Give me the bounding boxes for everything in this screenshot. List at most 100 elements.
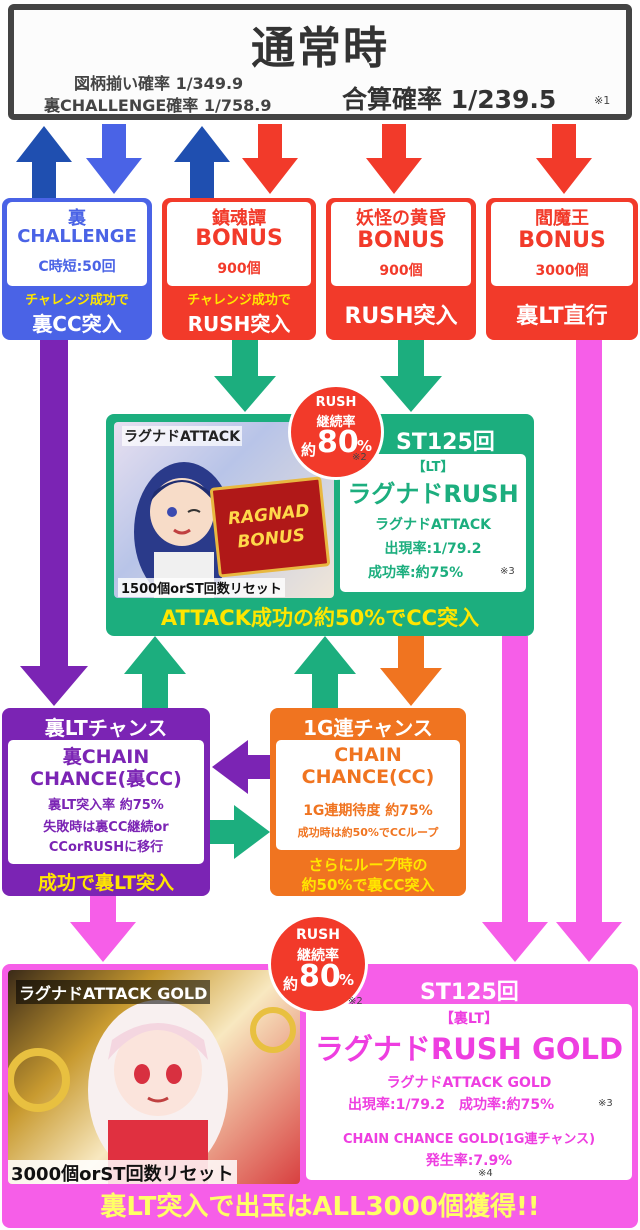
normal-state-box: 通常時 図柄揃い確率 1/349.9 裏CHALLENGE確率 1/758.9 … (8, 4, 632, 120)
chinkon-line2: BONUS (195, 226, 283, 251)
gold-image-label: ラグナドATTACK GOLD (16, 980, 211, 1004)
rush-success: 成功率:約75% (368, 565, 464, 581)
challenge-line2: CHALLENGE (17, 226, 137, 247)
rush-image-label: ラグナドATTACK (122, 426, 243, 446)
one-g-title1: CHAIN (334, 744, 402, 766)
ura-lt-inner (8, 740, 204, 864)
gold-badge-value: 80 (299, 959, 341, 994)
gold-note-4: ※4 (478, 1168, 493, 1179)
ura-lt-title1: 裏CHAIN (62, 746, 150, 768)
rush-bonus-logo: RAGNAD BONUS (209, 476, 331, 578)
challenge-footer2: 裏CC突入 (32, 312, 122, 336)
arrow-chinkon-to-rush (214, 340, 276, 412)
rush-info-panel: 【LT】 ラグナドRUSH ラグナドATTACK 出現率:1/79.2 成功率:… (340, 454, 526, 592)
one-g-footer1: さらにループ時の (308, 856, 428, 874)
gold-note-2: ※2 (348, 996, 363, 1007)
combined-probability: 合算確率 1/239.5 (342, 85, 557, 114)
gold-st-count: ST125回 (420, 980, 519, 1005)
rush-attack: ラグナドATTACK (374, 517, 492, 533)
gold-image-caption: 3000個orST回数リセット (8, 1160, 237, 1184)
arrow-up-chinkon (174, 126, 230, 200)
gold-badge-line1: RUSH (296, 927, 340, 943)
normal-state-title: 通常時 (251, 23, 389, 74)
arrow-rush-to-gold (482, 636, 548, 962)
challenge-line3: C時短:50回 (38, 259, 116, 275)
one-g-title2: CHANCE(CC) (301, 766, 435, 788)
youkai-inner (331, 202, 471, 286)
rush-badge-unit: % (357, 437, 373, 455)
gold-note-3: ※3 (598, 1098, 613, 1109)
one-g-chance-box: 1G連チャンス CHAIN CHANCE(CC) 1G連期待度 約75% 成功時… (270, 708, 466, 896)
enma-line2: BONUS (518, 228, 606, 253)
enma-inner (491, 202, 633, 286)
arrow-ura-lt-to-cc (210, 805, 270, 859)
chinkon-footer2: RUSH突入 (187, 312, 291, 336)
challenge-line1: 裏 (68, 208, 86, 229)
gold-chain-rate: 発生率:7.9% (425, 1153, 513, 1169)
arrow-challenge-to-ura-lt (20, 340, 88, 706)
ura-lt-chance-box: 裏LTチャンス 裏CHAIN CHANCE(裏CC) 裏LT突入率 約75% 失… (2, 708, 210, 896)
challenge-probability: 裏CHALLENGE確率 1/758.9 (44, 96, 272, 115)
rush-st-count: ST125回 (396, 430, 495, 455)
gold-badge-prefix: 約 (283, 975, 299, 993)
ura-lt-title2: CHANCE(裏CC) (30, 768, 182, 790)
gold-footer: 裏LT突入で出玉はALL3000個獲得!! (100, 1192, 540, 1222)
rush-tag: 【LT】 (412, 460, 454, 475)
rush-footer: ATTACK成功の約50%でCC突入 (160, 606, 480, 630)
chinkon-bonus-box: 鎮魂譚 BONUS 900個 チャレンジ成功で RUSH突入 (162, 198, 316, 340)
gold-attack: ラグナドATTACK GOLD (386, 1075, 552, 1091)
arrow-cc-up-to-rush (294, 636, 356, 710)
enma-line1: 閻魔王 (535, 208, 589, 229)
ura-lt-header: 裏LTチャンス (44, 716, 168, 740)
challenge-inner (7, 202, 147, 286)
rush-badge-value: 80 (317, 425, 359, 460)
gold-badge-unit: % (339, 971, 355, 989)
enma-footer: 裏LT直行 (516, 304, 608, 329)
enma-line3: 3000個 (535, 263, 589, 279)
one-g-rate: 1G連期待度 約75% (303, 803, 433, 819)
gold-continuation-badge: RUSH 継続率 約 80 % (268, 914, 368, 1014)
rush-badge-prefix: 約 (301, 441, 317, 459)
gold-chain: CHAIN CHANCE GOLD(1G連チャンス) (342, 1132, 596, 1147)
chinkon-line1: 鎮魂譚 (212, 208, 266, 229)
rush-image-caption: 1500個orST回数リセット (118, 578, 285, 597)
chinkon-line3: 900個 (217, 261, 261, 277)
challenge-footer1: チャレンジ成功で (25, 293, 129, 308)
one-g-loop: 成功時は約50%でCCループ (297, 826, 439, 839)
youkai-line2: BONUS (357, 228, 445, 253)
note-1: ※1 (594, 94, 611, 107)
arrow-enma-to-gold (556, 340, 622, 962)
rush-badge-line2: 継続率 (316, 415, 356, 430)
ura-lt-rate: 裏LT突入率 約75% (48, 798, 164, 813)
ura-lt-footer: 成功で裏LT突入 (38, 872, 174, 894)
rush-image-panel: RAGNAD BONUS ラグナドATTACK 1500個orST回数リセット (114, 422, 334, 598)
arrow-down-chinkon (242, 124, 298, 194)
gold-image-panel: ラグナドATTACK GOLD 3000個orST回数リセット (8, 970, 300, 1184)
gold-info-panel: 【裏LT】 ラグナドRUSH GOLD ラグナドATTACK GOLD 出現率:… (306, 1004, 632, 1180)
gold-name: ラグナドRUSH GOLD (314, 1032, 624, 1066)
rush-bonus-logo-text: RAGNAD BONUS (227, 500, 311, 553)
chinkon-inner (167, 202, 311, 286)
rush-name: ラグナドRUSH (347, 480, 519, 508)
youkai-line1: 妖怪の黄昏 (356, 208, 446, 229)
arrow-down-challenge (86, 124, 142, 194)
one-g-inner (276, 740, 460, 850)
one-g-footer2: 約50%で裏CC突入 (301, 876, 435, 894)
youkai-footer: RUSH突入 (344, 304, 458, 329)
arrow-rush-down-to-cc (380, 636, 442, 706)
arrow-up-challenge (16, 126, 72, 200)
symbol-probability: 図柄揃い確率 1/349.9 (74, 74, 244, 93)
rush-badge-line1: RUSH (315, 395, 357, 410)
gold-tag: 【裏LT】 (439, 1011, 499, 1027)
arrow-ura-lt-up-to-rush (124, 636, 186, 710)
rush-rate: 出現率:1/79.2 (384, 541, 482, 557)
gold-badge-line2: 継続率 (297, 948, 339, 964)
ura-lt-fail1: 失敗時は裏CC継続or (43, 820, 169, 835)
rush-note-2: ※2 (352, 452, 367, 463)
arrow-ura-lt-to-gold (70, 896, 136, 962)
gold-rate-success: 出現率:1/79.2 成功率:約75% (348, 1097, 555, 1113)
youkai-bonus-box: 妖怪の黄昏 BONUS 900個 RUSH突入 (326, 198, 476, 340)
ragnad-rush-box: RAGNAD BONUS ラグナドATTACK 1500個orST回数リセット … (106, 414, 534, 636)
one-g-header: 1G連チャンス (303, 716, 433, 740)
